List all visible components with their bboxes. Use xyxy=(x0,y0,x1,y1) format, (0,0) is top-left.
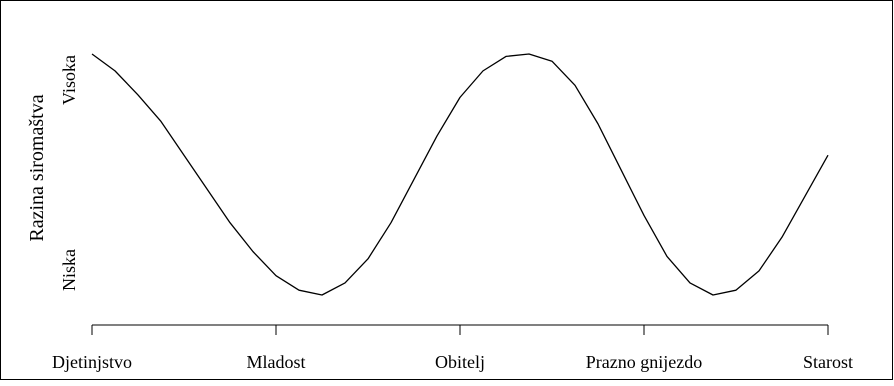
x-tick-label: Mladost xyxy=(246,352,305,372)
y-tick-label: Visoka xyxy=(59,55,79,105)
y-axis-label: Razina siromaštva xyxy=(26,94,48,241)
y-tick-labels: Niska Visoka xyxy=(59,55,79,291)
x-tick-label: Obitelj xyxy=(435,352,485,372)
series-group xyxy=(92,54,828,295)
chart-frame xyxy=(1,1,893,380)
x-tick-label: Prazno gnijezdo xyxy=(586,352,702,372)
x-tick-label: Starost xyxy=(803,352,853,372)
x-axis xyxy=(92,325,828,335)
y-tick-label: Niska xyxy=(59,249,79,291)
series-line xyxy=(92,54,828,295)
x-tick-labels: Djetinjstvo Mladost Obitelj Prazno gnijezdo… xyxy=(52,352,853,372)
x-tick-label: Djetinjstvo xyxy=(52,352,132,372)
